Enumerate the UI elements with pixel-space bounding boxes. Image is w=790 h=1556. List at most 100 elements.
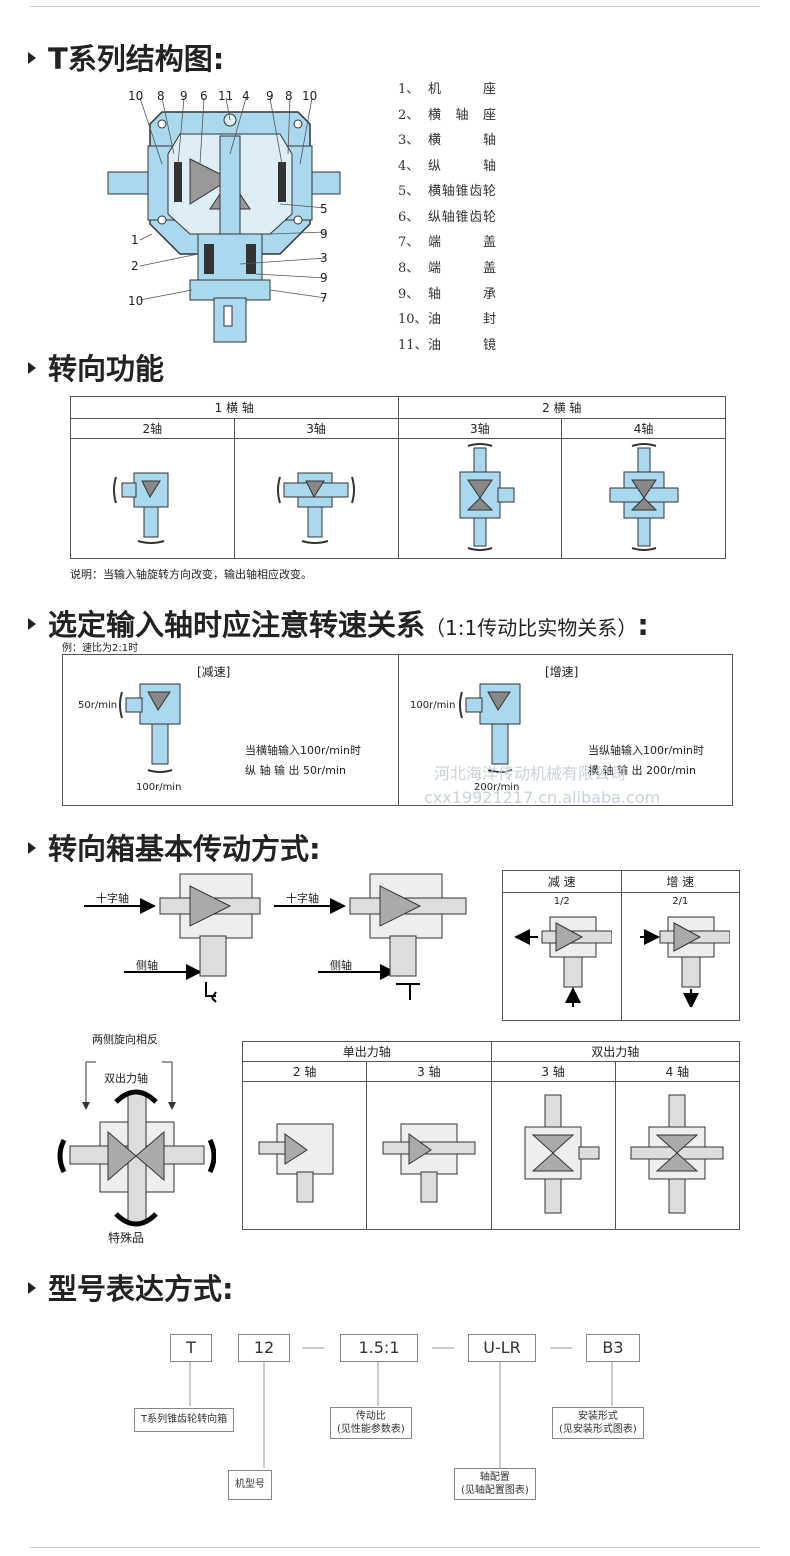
col-header: 3轴: [397, 418, 563, 439]
callout-number: 10: [302, 89, 318, 103]
legend-item: 3、横轴: [398, 133, 496, 148]
col-header: 3 轴: [366, 1061, 492, 1082]
callout-number: 4: [242, 89, 250, 103]
callout-number: 3: [320, 251, 328, 265]
col-header: 3轴: [233, 418, 399, 439]
group-header: 2 横 轴: [397, 396, 726, 419]
diagram-cell: [366, 1081, 492, 1230]
legend-item: 7、端盖: [398, 235, 496, 250]
watermark-company: 河北海洋传动机械有限公司: [434, 764, 627, 783]
model-box-size: 12: [238, 1334, 290, 1362]
callout-number: 7: [320, 291, 328, 305]
bottom-divider: [30, 1547, 760, 1548]
diagram-cell: [233, 438, 399, 559]
callout-number: 9: [320, 227, 328, 241]
opposite-rotation-label: 两侧旋向相反: [92, 1033, 158, 1046]
gearbox-3axis-icon: [277, 472, 356, 544]
speed-panel-reduce: [62, 654, 399, 806]
diagram-cell: [241, 1081, 368, 1230]
model-desc-mount: 安装形式 (见安装形式图表): [552, 1407, 644, 1439]
col-header: 2轴: [70, 418, 235, 439]
double-output-label: 双出力轴: [104, 1072, 148, 1085]
structure-diagram: [107, 97, 341, 343]
model-box-mount: B3: [586, 1334, 640, 1362]
side-shaft-label: 侧轴: [136, 959, 158, 972]
reduce-desc-line2: 纵 轴 输 出 50r/min: [245, 764, 346, 777]
function-table: 1 横 轴 2 横 轴 2轴 3轴 3轴 4轴: [70, 396, 726, 559]
callout-number: 5: [320, 202, 328, 216]
bullet-triangle-icon: [28, 362, 36, 374]
callout-number: 8: [157, 89, 165, 103]
gearbox-2axis-icon: [113, 472, 169, 544]
bullet-triangle-icon: [28, 52, 36, 64]
speed-panel-increase: [397, 654, 733, 806]
increase-gearbox-icon: [459, 683, 521, 773]
legend-item: 6、纵轴锥齿轮: [398, 210, 496, 225]
col-header: 4 轴: [614, 1061, 741, 1082]
model-desc-axis: 轴配置 (见轴配置图表): [454, 1468, 536, 1500]
group-header: 1 横 轴: [70, 396, 399, 419]
callout-number: 11: [218, 89, 234, 103]
reduce-gearbox-icon: [119, 683, 181, 773]
model-box-series: T: [170, 1334, 212, 1362]
special-drive-diagram: [57, 1061, 216, 1227]
increase-title: [增速]: [545, 665, 579, 679]
bullet-triangle-icon: [28, 842, 36, 854]
legend-item: 1、机座: [398, 82, 496, 97]
drive-section-title: 转向箱基本传动方式:: [28, 826, 321, 868]
function-section-title: 转向功能: [28, 346, 164, 388]
callout-number: 2: [131, 259, 139, 273]
increase-desc-line1: 当纵轴输入100r/min时: [588, 744, 704, 757]
basic-drive-diagram: [84, 873, 467, 1003]
callout-number: 8: [285, 89, 293, 103]
model-desc-series: T系列锥齿轮转向箱: [134, 1408, 235, 1432]
bullet-triangle-icon: [28, 1282, 36, 1294]
speed-section-title: 选定输入轴时应注意转速关系（1:1传动比实物关系）:: [28, 602, 649, 644]
single-output-3axis-icon: [382, 1123, 476, 1203]
reduce-cell: 1/2: [502, 892, 622, 1021]
legend-item: 8、端盖: [398, 261, 496, 276]
legend-item: 5、横轴锥齿轮: [398, 184, 496, 199]
reduce-desc-line1: 当横轴输入100r/min时: [245, 744, 361, 757]
callout-number: 9: [180, 89, 188, 103]
model-box-ratio: 1.5:1: [340, 1334, 418, 1362]
col-header: 2 轴: [241, 1061, 368, 1082]
cross-shaft-label: 十字轴: [286, 892, 319, 905]
ratio-label: 2/1: [672, 896, 689, 907]
ratio-label: 1/2: [553, 896, 570, 907]
diagram-cell: [70, 438, 235, 559]
legend-item: 10、油封: [398, 312, 496, 327]
increase-output-speed: 200r/min: [474, 782, 520, 793]
model-code-connectors: [189, 1347, 613, 1468]
speed-example: 例：速比为2:1时: [62, 643, 139, 654]
model-desc-ratio: 传动比 (见性能参数表): [330, 1407, 412, 1439]
diagram-cell: [561, 438, 726, 559]
structure-section-title: T系列结构图:: [28, 36, 224, 78]
col-header: 4轴: [561, 418, 726, 439]
increase-cell: 2/1: [620, 892, 740, 1021]
callout-number: 10: [128, 89, 144, 103]
reduce-title: [减速]: [197, 665, 231, 679]
special-product-label: 特殊品: [108, 1231, 145, 1245]
legend-item: 4、纵轴: [398, 159, 496, 174]
model-box-axis: U-LR: [468, 1334, 536, 1362]
legend-item: 9、轴承: [398, 287, 496, 302]
group-header: 单出力轴: [242, 1041, 492, 1062]
watermark-url: cxx19921217.cn.alibaba.com: [424, 788, 661, 807]
reduce-drive-icon: [513, 916, 613, 1007]
side-shaft-label: 侧轴: [330, 959, 352, 972]
callout-number: 6: [200, 89, 208, 103]
bullet-triangle-icon: [28, 618, 36, 630]
increase-drive-icon: [640, 916, 731, 1009]
reduce-header: 减 速: [502, 870, 622, 893]
gearbox-3axis-double-icon: [459, 443, 515, 551]
model-desc-size: 机型号: [228, 1470, 272, 1500]
top-divider: [30, 6, 760, 7]
reduce-output-speed: 100r/min: [136, 782, 182, 793]
diagram-cell: [614, 1081, 741, 1230]
gearbox-4axis-icon: [609, 443, 679, 551]
double-output-3axis-icon: [524, 1094, 600, 1214]
double-output-4axis-icon: [630, 1094, 724, 1214]
increase-header: 增 速: [620, 870, 740, 893]
diagram-cell: [490, 1081, 616, 1230]
